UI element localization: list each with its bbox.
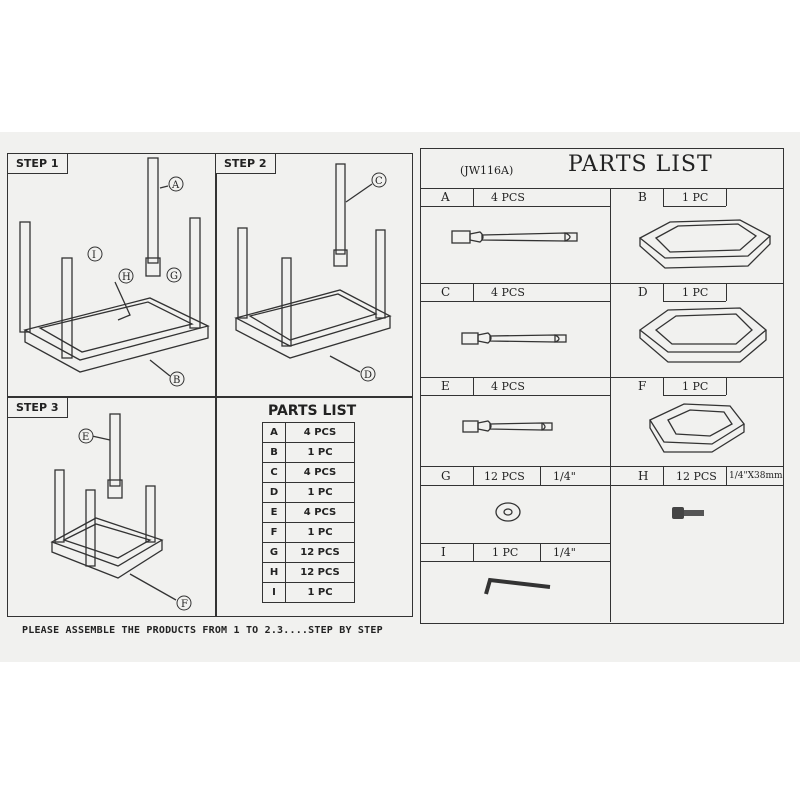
part-b-letter: B <box>638 190 647 204</box>
svg-text:F: F <box>181 599 188 610</box>
table-leg-icon <box>462 420 553 433</box>
part-e-letter: E <box>441 379 450 393</box>
table-frame-icon <box>638 307 768 363</box>
part-g-qty: 12 PCS <box>484 470 525 483</box>
allen-key-icon <box>484 577 551 595</box>
table-leg-icon <box>461 332 567 345</box>
table-leg-icon <box>237 163 386 347</box>
part-g-letter: G <box>441 469 451 483</box>
bolt-icon <box>672 507 704 519</box>
part-f-letter: F <box>638 379 647 393</box>
part-h-letter: H <box>638 469 649 483</box>
svg-text:I: I <box>92 250 96 261</box>
parts-list-panel <box>420 148 784 624</box>
row-divider <box>420 543 610 544</box>
part-g-size: 1/4" <box>553 470 576 483</box>
table-frame-icon <box>50 517 164 579</box>
part-c-letter: C <box>441 285 451 299</box>
svg-text:A: A <box>171 180 180 191</box>
row-divider <box>420 377 784 378</box>
part-h-size: 1/4"X38mm <box>729 471 783 481</box>
svg-text:H: H <box>122 272 131 283</box>
part-d-letter: D <box>638 285 648 299</box>
step-1-label: STEP 1 <box>7 153 68 174</box>
part-e-qty: 4 PCS <box>491 380 525 393</box>
part-b-qty: 1 PC <box>682 191 709 204</box>
part-a-letter: A <box>441 190 450 204</box>
step-2-panel: STEP 2 <box>215 153 413 397</box>
column-divider <box>610 188 611 622</box>
step-3-panel: STEP 3 <box>7 397 217 617</box>
table-frame-icon <box>638 219 772 269</box>
part-i-letter: I <box>441 545 446 559</box>
svg-text:C: C <box>375 176 383 187</box>
row-divider <box>420 301 610 302</box>
part-i-qty: 1 PC <box>492 546 519 559</box>
row-divider <box>420 283 784 284</box>
table-frame-icon <box>649 403 745 453</box>
part-c-qty: 4 PCS <box>491 286 525 299</box>
parts-list-title: PARTS LIST <box>568 152 713 177</box>
step-3-label: STEP 3 <box>7 397 68 418</box>
part-h-qty: 12 PCS <box>676 470 717 483</box>
part-a-qty: 4 PCS <box>491 191 525 204</box>
svg-text:G: G <box>170 271 178 282</box>
row-divider <box>420 561 610 562</box>
part-d-qty: 1 PC <box>682 286 709 299</box>
row-divider <box>420 485 784 486</box>
part-f-qty: 1 PC <box>682 380 709 393</box>
part-i-size: 1/4" <box>553 546 576 559</box>
row-divider <box>420 395 610 396</box>
row-divider <box>420 466 784 467</box>
row-divider <box>420 206 610 207</box>
table-leg-icon <box>54 413 156 567</box>
row-divider <box>420 188 784 189</box>
model-number: (JW116A) <box>460 164 514 177</box>
assembly-instruction: PLEASE ASSEMBLE THE PRODUCTS FROM 1 TO 2… <box>22 625 383 636</box>
table-leg-icon <box>451 230 578 244</box>
mini-parts-panel <box>215 397 413 617</box>
step-1-panel: STEP 1 <box>7 153 217 397</box>
svg-text:E: E <box>82 432 89 443</box>
table-leg-icon <box>19 157 201 359</box>
svg-text:B: B <box>173 375 180 386</box>
step-2-label: STEP 2 <box>215 153 276 174</box>
mini-parts-title: PARTS LIST <box>268 403 357 419</box>
svg-text:D: D <box>364 370 372 381</box>
washer-icon <box>495 502 521 522</box>
